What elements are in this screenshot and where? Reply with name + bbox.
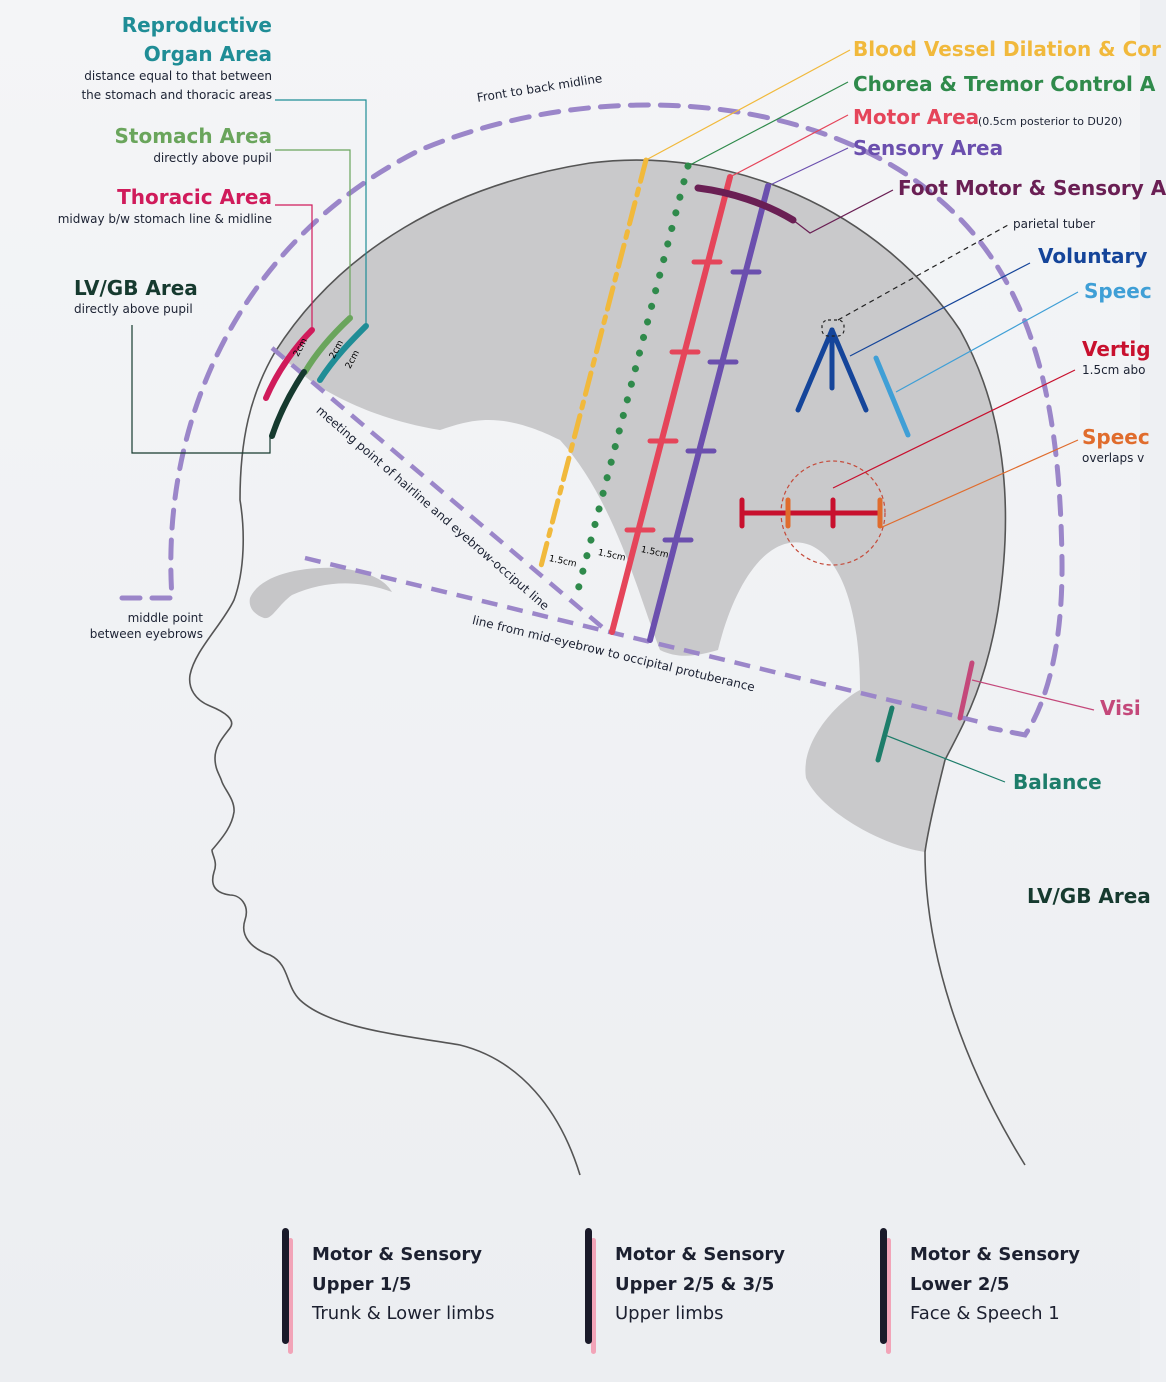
leader-thoracic [275,204,313,330]
vision-area-line [957,660,975,721]
legend-pink-bar [591,1238,596,1354]
leader-reproductive [275,99,367,326]
mid-eyebrow-occipital-line [304,555,981,725]
leader-vision [971,679,1095,711]
legend-item-upper-1-5: Motor & Sensory Upper 1/5 Trunk & Lower … [282,1228,542,1354]
legend-dark-bar [282,1228,289,1344]
stomach-title: Stomach Area [114,124,273,148]
lvgb-title: LV/GB Area [74,276,198,300]
vision-label: Visi [1100,696,1141,720]
leader-foot [792,189,894,234]
foot-motor-label: Foot Motor & Sensory A [898,176,1166,200]
legend-title: Motor & Sensory [910,1244,1081,1265]
legend-region: Trunk & Lower limbs [312,1303,495,1324]
lvgb-right-label: LV/GB Area [1027,884,1151,908]
blood-vessel-dilation-line [537,157,649,573]
legend-item-lower-2-5: Motor & Sensory Lower 2/5 Face & Speech … [880,1228,1140,1354]
sensory-area-label: Sensory Area [853,136,1004,160]
balance-label: Balance [1013,770,1102,794]
middle-point-line1: middle point [127,611,203,625]
speech-mid-sub: overlaps v [1082,451,1145,465]
speech-mid-label: Speec [1082,425,1150,449]
speech-area-line-1 [873,355,911,438]
stomach-sub: directly above pupil [153,151,272,165]
legend-range: Upper 1/5 [312,1274,412,1295]
leader-voluntary [849,262,1031,357]
foot-motor-sensory-arc [694,184,797,224]
legend-range: Lower 2/5 [910,1274,1010,1295]
balance-area-line [875,705,895,763]
legend-title: Motor & Sensory [312,1244,483,1265]
leader-stomach [275,149,351,318]
motor-area-label: Motor Area [853,105,980,129]
sensory-area-line [647,183,771,643]
legend-region: Upper limbs [615,1303,724,1324]
scalp-zone-shading [275,160,1006,852]
legend-item-upper-2-3-5: Motor & Sensory Upper 2/5 & 3/5 Upper li… [585,1228,845,1354]
parietal-tuber-marker [821,319,845,337]
motor-ticks [624,259,723,533]
hairline-eyebrow-occiput-line [270,346,610,634]
legend-pink-bar [886,1238,891,1354]
speech-top-label: Speec [1084,279,1152,303]
voluntary-movement-area [795,327,869,413]
reproductive-sub-line1: distance equal to that between [84,69,272,83]
legend-pink-bar [288,1238,293,1354]
leader-balance [884,734,1006,783]
blood-vessel-label: Blood Vessel Dilation & Cor [853,37,1161,61]
thoracic-area-stroke [263,327,315,401]
stomach-area-stroke [302,315,353,375]
lvgb-area-stroke [269,369,307,439]
legend-dark-bar [585,1228,592,1344]
front-to-back-midline [119,102,1065,738]
vertigo-sub: 1.5cm abo [1082,363,1146,377]
lvgb-sub: directly above pupil [74,302,193,316]
legend-title: Motor & Sensory [615,1244,786,1265]
leader-chorea [687,81,849,167]
thoracic-title: Thoracic Area [117,185,272,209]
thoracic-sub: midway b/w stomach line & midline [57,212,272,226]
leader-speech-top [895,291,1079,393]
reproductive-title-line1: Reproductive [121,13,272,37]
reproductive-sub-line2: the stomach and thoracic areas [81,88,272,102]
leader-lvgb [131,325,271,454]
leader-vertigo [832,369,1076,489]
reproductive-area-stroke [317,323,369,383]
voluntary-label: Voluntary [1038,244,1148,268]
middle-point-line2: between eyebrows [89,627,203,641]
reproductive-title-line2: Organ Area [143,42,272,66]
leader-motor [729,114,849,178]
sensory-ticks [662,269,762,543]
vertigo-label: Vertig [1082,337,1151,361]
motor-area-note: (0.5cm posterior to DU20) [978,115,1123,128]
leader-sensory [767,147,849,187]
parietal-tuber-label: parietal tuber [1013,217,1096,231]
head-outline [188,159,1026,1176]
leader-blood-vessel [645,49,851,161]
eyebrow-shape [249,567,392,619]
chorea-label: Chorea & Tremor Control A [853,72,1156,96]
legend-range: Upper 2/5 & 3/5 [615,1274,775,1295]
head-diagram [119,49,1095,1176]
motor-area-line [609,174,733,635]
legend-region: Face & Speech 1 [910,1303,1060,1324]
leader-speech-mid [879,439,1079,529]
legend-dark-bar [880,1228,887,1344]
